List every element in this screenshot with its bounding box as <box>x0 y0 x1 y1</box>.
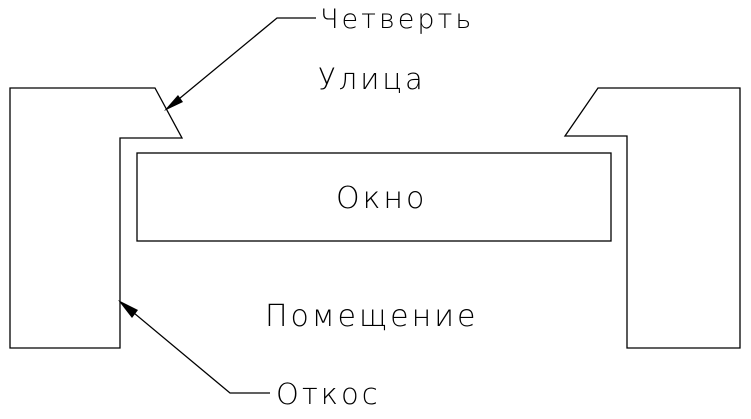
street-label: Улица <box>318 62 426 96</box>
left-wall-section <box>9 87 184 349</box>
reveal-arrowhead <box>118 300 138 318</box>
window-label: Окно <box>336 181 427 216</box>
quarter-leader-line <box>167 17 316 109</box>
reveal-leader-line <box>121 302 270 394</box>
room-label: Помещение <box>265 299 478 334</box>
right-wall-section <box>563 87 741 349</box>
quarter-label: Четверть <box>320 4 474 35</box>
window-frame <box>136 152 612 242</box>
reveal-label: Откос <box>276 377 381 411</box>
quarter-arrowhead <box>164 95 183 111</box>
